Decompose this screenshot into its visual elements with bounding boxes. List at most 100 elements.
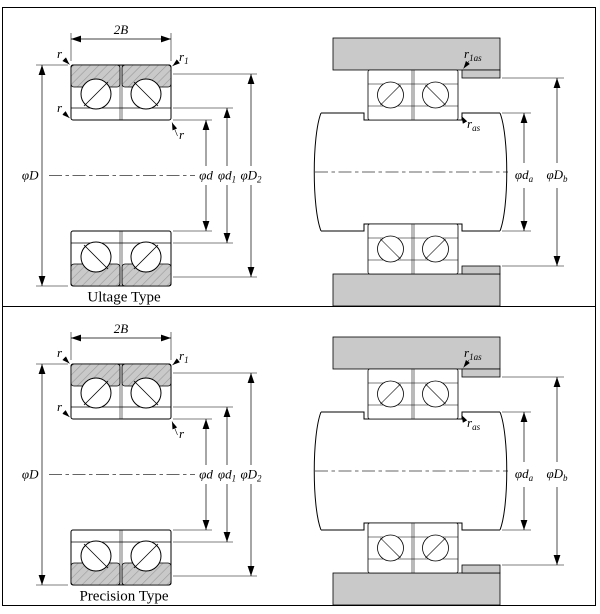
dim-phid: φd bbox=[173, 119, 213, 232]
label-sub: as bbox=[472, 123, 481, 133]
phida-label: φda bbox=[515, 167, 534, 184]
label-r-mid-left: r bbox=[57, 399, 70, 418]
label-base: φd bbox=[199, 467, 213, 482]
phiD-label: φD bbox=[22, 168, 39, 183]
contact-line bbox=[380, 537, 401, 559]
panel-caption: Ultage Type bbox=[87, 290, 161, 306]
housing-block bbox=[332, 336, 501, 370]
label-sub: a bbox=[529, 174, 534, 184]
bearing-diagram: 2B r r1 r r bbox=[22, 22, 568, 306]
label-sub: 1 bbox=[232, 474, 237, 484]
leader-line bbox=[62, 356, 70, 364]
section-view: 2B r r1 r r bbox=[22, 22, 262, 306]
leader-line bbox=[463, 359, 470, 368]
r1as-label: r1as bbox=[464, 46, 482, 63]
label-r1as: r1as bbox=[463, 345, 482, 368]
label-sub: 2 bbox=[257, 175, 262, 185]
panel-precision-type: 2B r r1 r r bbox=[2, 306, 596, 606]
label-base: r bbox=[467, 415, 473, 430]
label-r-top-left: r bbox=[57, 345, 70, 364]
mounted-bearing-lower bbox=[367, 522, 459, 574]
ras-label: ras bbox=[467, 415, 481, 432]
label-base: φD bbox=[240, 467, 257, 482]
label-base: r bbox=[57, 100, 63, 115]
dim-2B: 2B bbox=[70, 321, 172, 360]
label-sub: 1as bbox=[469, 352, 482, 362]
mounted-bearing-upper bbox=[367, 368, 459, 420]
label-r-mid-right: r bbox=[171, 421, 185, 441]
dim-phiDb: φDb bbox=[502, 376, 568, 566]
phiDb-label: φDb bbox=[546, 466, 568, 483]
ras-label: ras bbox=[467, 116, 481, 133]
label-base: φD bbox=[546, 466, 563, 481]
label-base: φd bbox=[218, 467, 232, 482]
contact-line bbox=[83, 380, 109, 406]
leader-line bbox=[463, 60, 470, 69]
contact-line bbox=[425, 537, 446, 559]
dim-2B-label: 2B bbox=[114, 321, 129, 336]
dim-phid1: φd1 bbox=[173, 406, 236, 543]
r1as-label: r1as bbox=[464, 345, 482, 362]
dim-phiD: φD bbox=[22, 363, 68, 586]
label-base: r bbox=[179, 348, 185, 363]
r1-label: r1 bbox=[179, 49, 189, 66]
housing-upper bbox=[332, 37, 501, 79]
phid-label: φd bbox=[199, 168, 213, 183]
leader-line bbox=[62, 57, 70, 65]
label-base: φD bbox=[22, 467, 39, 482]
phiDb-label: φDb bbox=[546, 167, 568, 184]
dim-phiD2: φD2 bbox=[173, 372, 262, 577]
leader-line bbox=[62, 111, 70, 119]
bearing-cross-section-lower bbox=[70, 230, 172, 287]
r1-label: r1 bbox=[179, 348, 189, 365]
dim-phida: φda bbox=[502, 112, 534, 232]
shaft-end-arc-left bbox=[313, 411, 322, 531]
r-label: r bbox=[57, 46, 63, 61]
r-label: r bbox=[57, 100, 63, 115]
mounting-view: r1as ras φda bbox=[313, 37, 568, 306]
label-sub: 1as bbox=[469, 53, 482, 63]
r-label: r bbox=[179, 426, 185, 441]
leader-line bbox=[172, 358, 180, 366]
contact-line bbox=[133, 380, 159, 406]
label-base: φd bbox=[515, 466, 529, 481]
label-sub: a bbox=[529, 473, 534, 483]
label-sub: 2 bbox=[257, 474, 262, 484]
bearing-cross-section-upper bbox=[70, 363, 172, 420]
housing-lower bbox=[332, 564, 501, 605]
phida-label: φda bbox=[515, 466, 534, 483]
label-sub: 1 bbox=[232, 175, 237, 185]
housing-shoulder bbox=[461, 564, 501, 574]
leader-line bbox=[172, 59, 180, 67]
label-sub: b bbox=[563, 473, 568, 483]
label-base: φD bbox=[22, 168, 39, 183]
panel-caption: Precision Type bbox=[79, 589, 168, 605]
dim-2B: 2B bbox=[70, 22, 172, 61]
contact-line bbox=[133, 543, 159, 569]
label-base: r bbox=[464, 345, 470, 360]
mounted-bearing-lower bbox=[367, 223, 459, 275]
section-view: 2B r r1 r r bbox=[22, 321, 262, 605]
r-label: r bbox=[179, 127, 185, 142]
mounted-bearing-upper bbox=[367, 69, 459, 121]
label-sub: b bbox=[563, 174, 568, 184]
leader-line bbox=[171, 421, 178, 436]
housing-shoulder bbox=[461, 368, 501, 378]
phid1-label: φd1 bbox=[218, 168, 236, 185]
label-ras: ras bbox=[461, 414, 481, 432]
dim-phiD: φD bbox=[22, 64, 68, 287]
shaft-end-arc-right bbox=[499, 411, 508, 531]
phiD2-label: φD2 bbox=[240, 168, 262, 185]
dim-phiD2: φD2 bbox=[173, 73, 262, 278]
dim-phid1: φd 1 bbox=[173, 107, 236, 244]
phid1-label: φd1 bbox=[218, 467, 236, 484]
label-sub: 1 bbox=[184, 56, 189, 66]
dim-phid: φd bbox=[173, 418, 213, 531]
label-base: r bbox=[464, 46, 470, 61]
housing-block bbox=[332, 37, 501, 71]
bearing-cross-section-upper bbox=[70, 64, 172, 121]
label-base: r bbox=[57, 345, 63, 360]
label-r1-top-right: r1 bbox=[172, 348, 189, 366]
label-base: φD bbox=[546, 167, 563, 182]
label-base: φD bbox=[240, 168, 257, 183]
